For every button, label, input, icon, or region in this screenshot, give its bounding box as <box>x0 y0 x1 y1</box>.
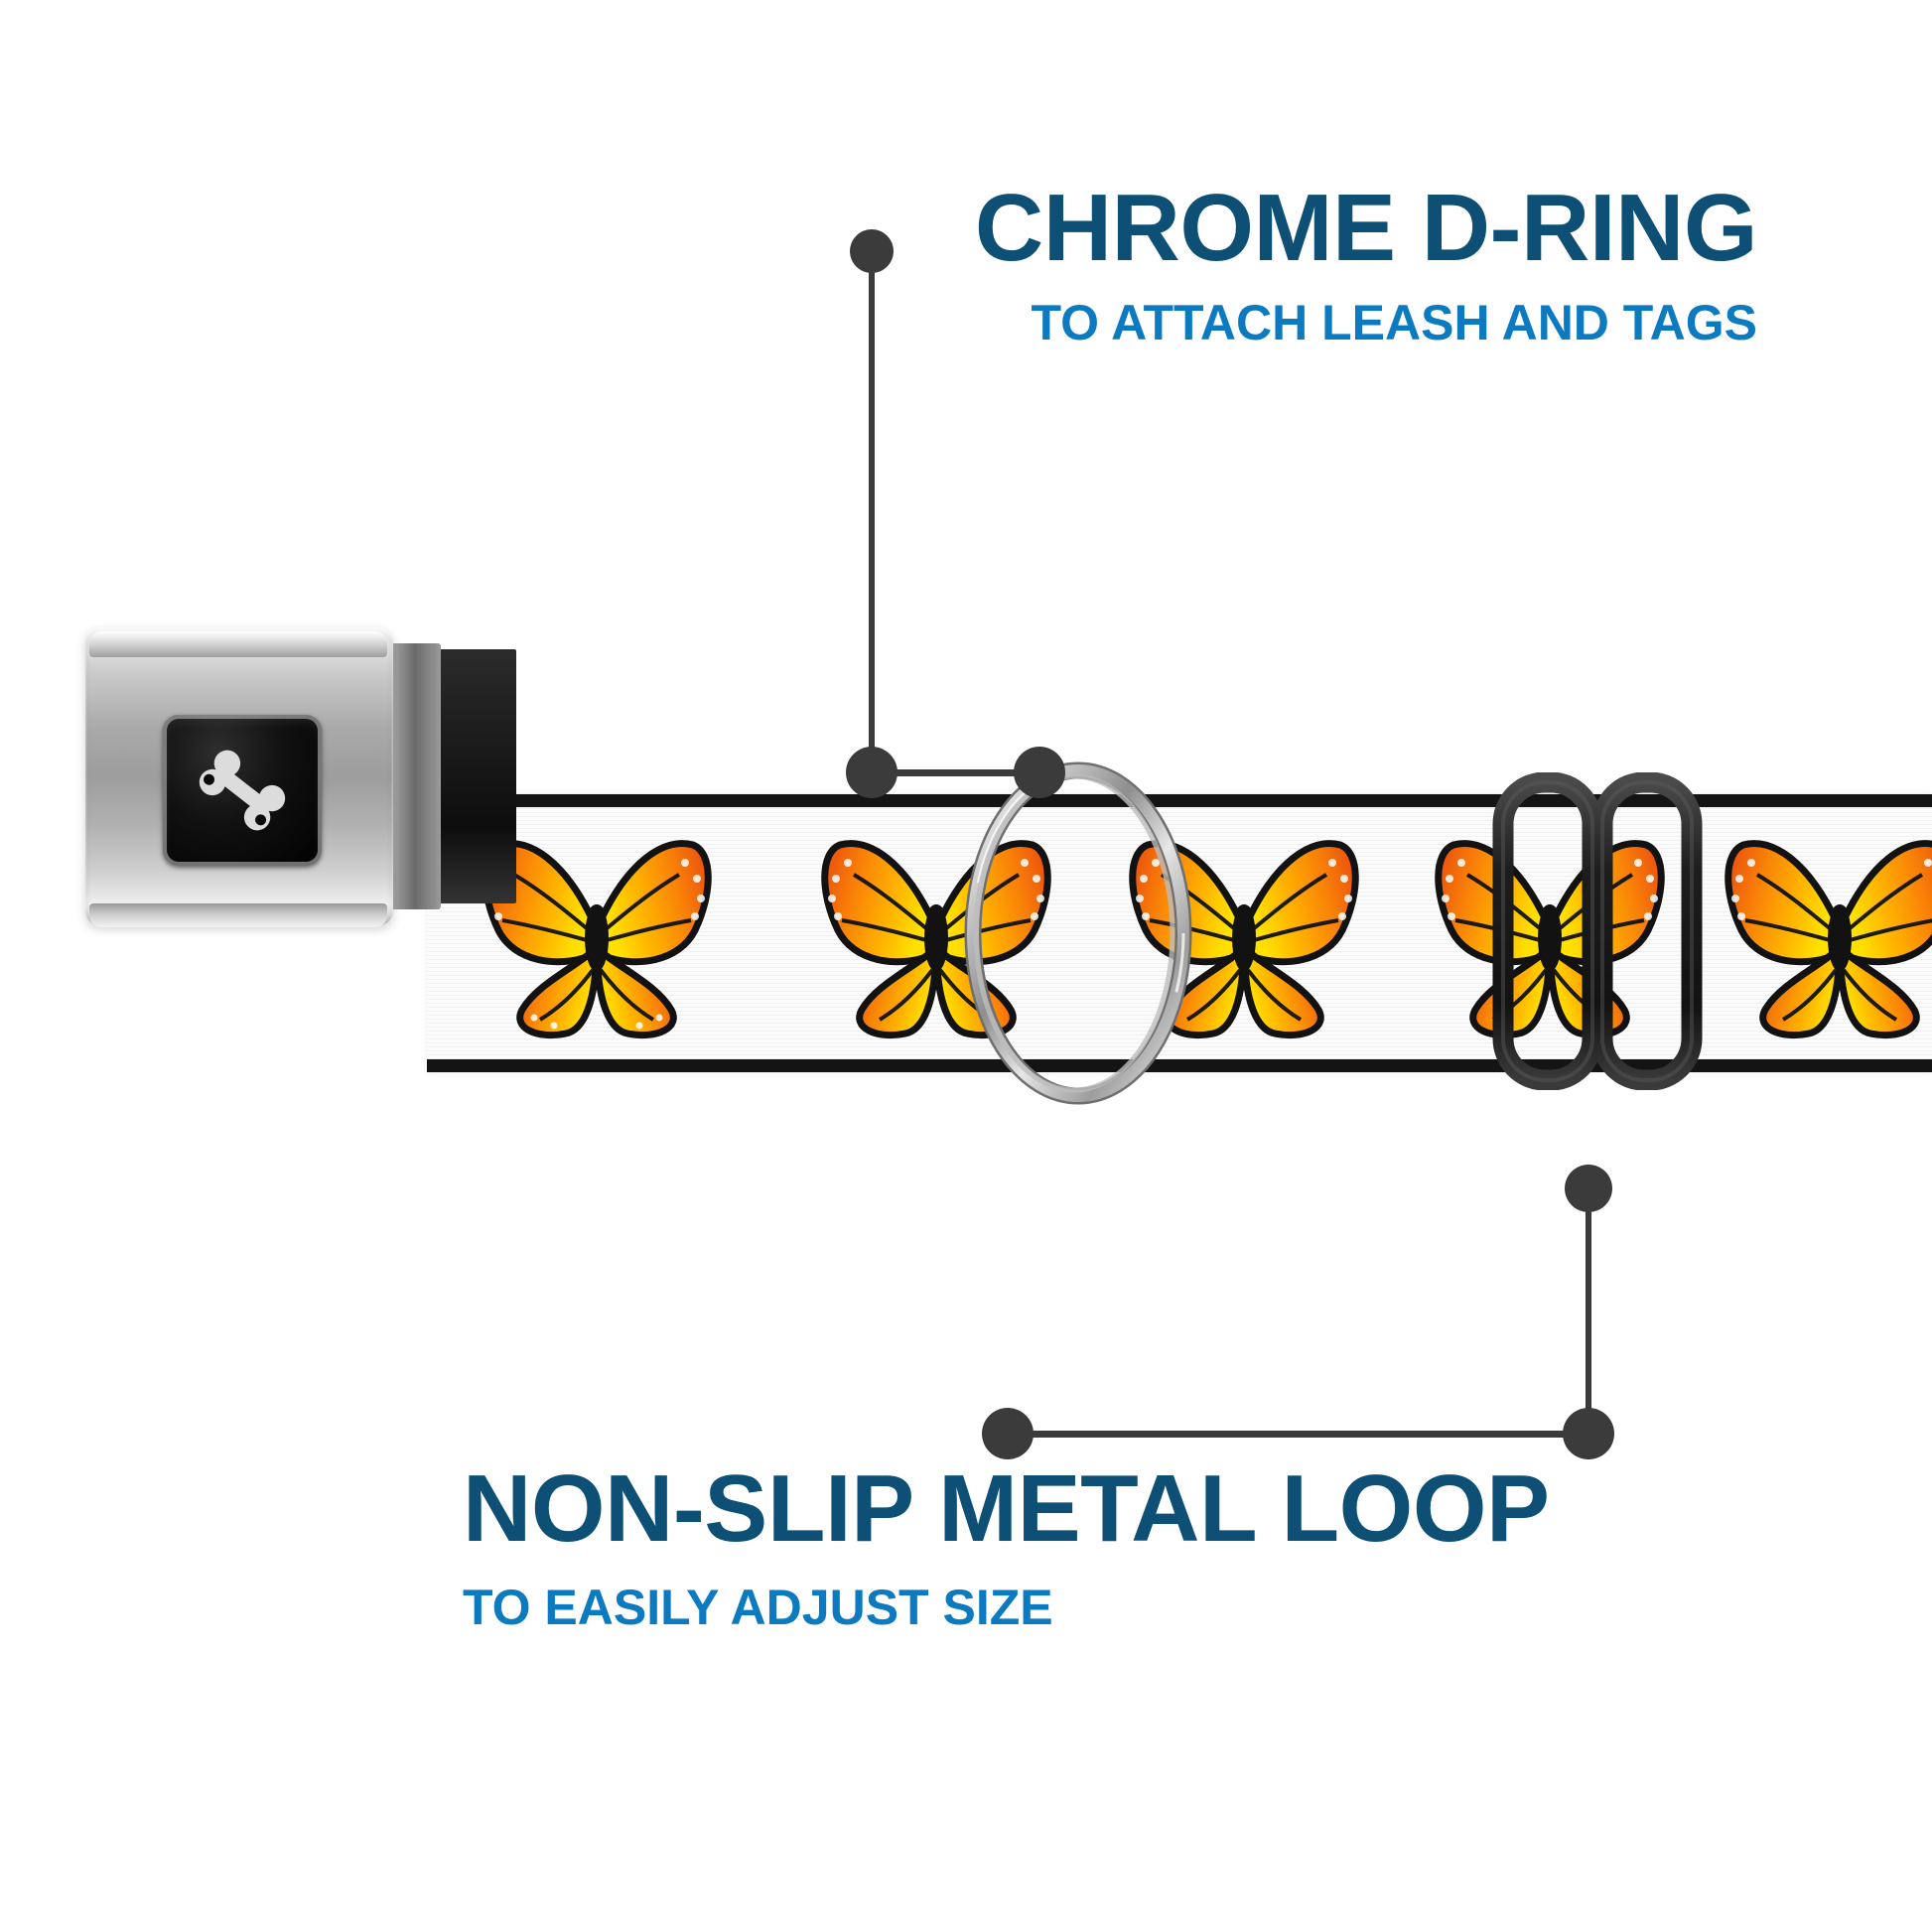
buckle-black-plate[interactable] <box>163 715 322 866</box>
callout-title: CHROME D-RING <box>974 175 1758 281</box>
callout-title: NON-SLIP METAL LOOP <box>463 1455 1550 1562</box>
callout-chrome-d-ring: CHROME D-RING TO ATTACH LEASH AND TAGS <box>974 175 1758 350</box>
strap-edge-bottom <box>427 1059 1932 1072</box>
non-slip-metal-loop[interactable] <box>1485 772 1714 1090</box>
strap-edge-top <box>427 794 1932 807</box>
buckle-top-lip <box>89 631 387 657</box>
webbing-strap <box>427 794 1932 1072</box>
callout-subtitle: TO EASILY ADJUST SIZE <box>463 1580 1053 1635</box>
strap-webbing-surface <box>427 807 1932 1059</box>
chrome-d-ring[interactable] <box>951 760 1209 1106</box>
dog-bone-icon <box>199 750 286 831</box>
butterfly-motif <box>1718 819 1932 1047</box>
callout-subtitle: TO ATTACH LEASH AND TAGS <box>1031 295 1757 350</box>
seatbelt-buckle[interactable] <box>85 616 516 943</box>
butterfly-motif <box>1122 819 1366 1047</box>
buckle-bottom-lip <box>89 903 387 927</box>
buckle-chrome-body <box>85 627 393 927</box>
callout-non-slip-metal-loop: NON-SLIP METAL LOOP TO EASILY ADJUST SIZ… <box>463 1455 1550 1635</box>
